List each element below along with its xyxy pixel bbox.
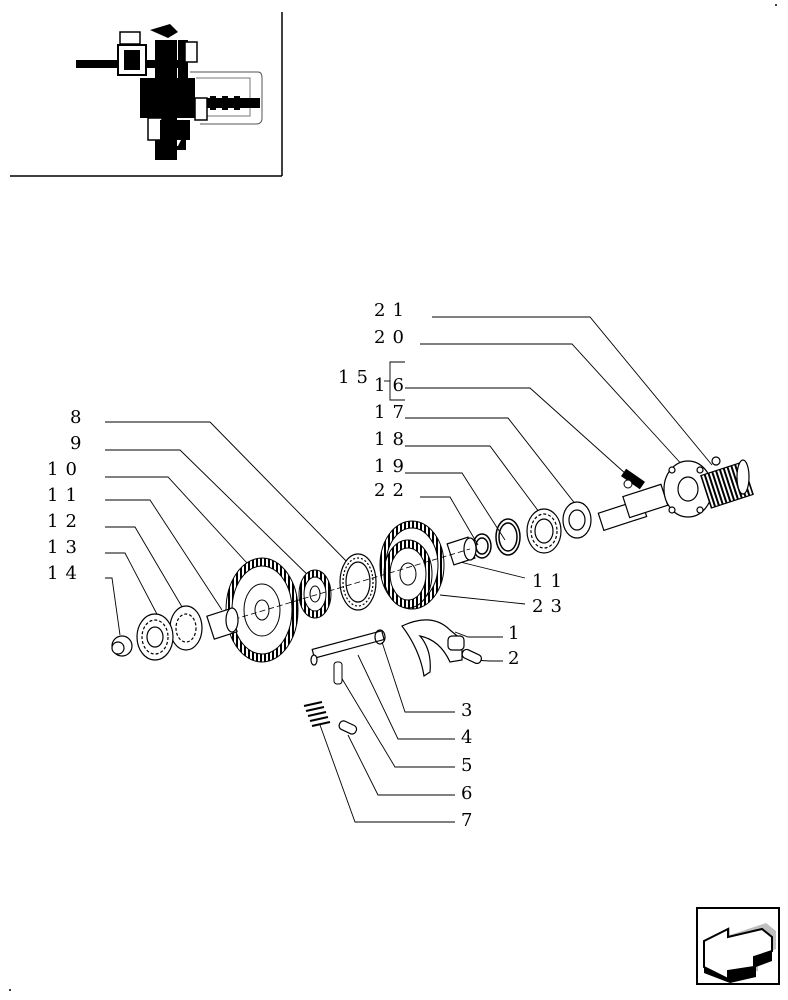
callout-16: 16 bbox=[374, 375, 411, 396]
callout-11-left: 11 bbox=[47, 485, 84, 506]
callout-21: 21 bbox=[374, 300, 411, 321]
pin-6 bbox=[333, 661, 343, 685]
bush-11-right bbox=[446, 536, 477, 566]
callout-12: 12 bbox=[47, 511, 84, 532]
bearing-17-18 bbox=[526, 501, 592, 554]
bolt-16 bbox=[620, 468, 646, 490]
callout-13: 13 bbox=[47, 537, 84, 558]
double-gear-23 bbox=[379, 520, 445, 610]
callout-7: 7 bbox=[461, 810, 480, 831]
previous-page-button[interactable] bbox=[696, 907, 780, 985]
callout-18: 18 bbox=[374, 429, 411, 450]
callout-17: 17 bbox=[374, 402, 411, 423]
callout-19: 19 bbox=[374, 456, 411, 477]
spring-7 bbox=[303, 701, 331, 727]
circlip-19 bbox=[495, 518, 521, 556]
callout-2: 2 bbox=[508, 648, 527, 669]
pin-2 bbox=[461, 648, 483, 665]
small-gear-9 bbox=[298, 569, 332, 619]
splined-hub-12 bbox=[169, 605, 203, 651]
shift-sleeve-8 bbox=[339, 553, 377, 611]
callout-22: 22 bbox=[374, 480, 411, 501]
output-flange-shaft bbox=[597, 456, 754, 532]
detent-ball-6 bbox=[338, 720, 358, 735]
callout-23: 23 bbox=[532, 596, 569, 617]
callout-10: 10 bbox=[47, 459, 84, 480]
callout-4: 4 bbox=[461, 727, 480, 748]
callout-11-right: 11 bbox=[532, 571, 569, 592]
callout-15: 15 bbox=[338, 367, 375, 388]
bush-11-left bbox=[206, 607, 239, 640]
callout-1: 1 bbox=[508, 623, 527, 644]
bearing-13 bbox=[136, 613, 174, 661]
ring-3 bbox=[374, 629, 386, 645]
large-gear-10 bbox=[225, 557, 299, 663]
callout-5: 5 bbox=[461, 755, 480, 776]
callout-6: 6 bbox=[461, 783, 480, 804]
shift-rod-5 bbox=[310, 630, 385, 666]
shift-fork-1 bbox=[401, 619, 465, 678]
callout-3: 3 bbox=[461, 700, 480, 721]
callout-14: 14 bbox=[47, 563, 84, 584]
leader-lines bbox=[105, 316, 713, 823]
callout-8: 8 bbox=[70, 407, 89, 428]
location-inset bbox=[10, 12, 283, 177]
callout-9: 9 bbox=[70, 433, 89, 454]
callout-20: 20 bbox=[374, 327, 411, 348]
cap-14 bbox=[111, 635, 133, 657]
arrow-left-icon bbox=[696, 907, 780, 985]
